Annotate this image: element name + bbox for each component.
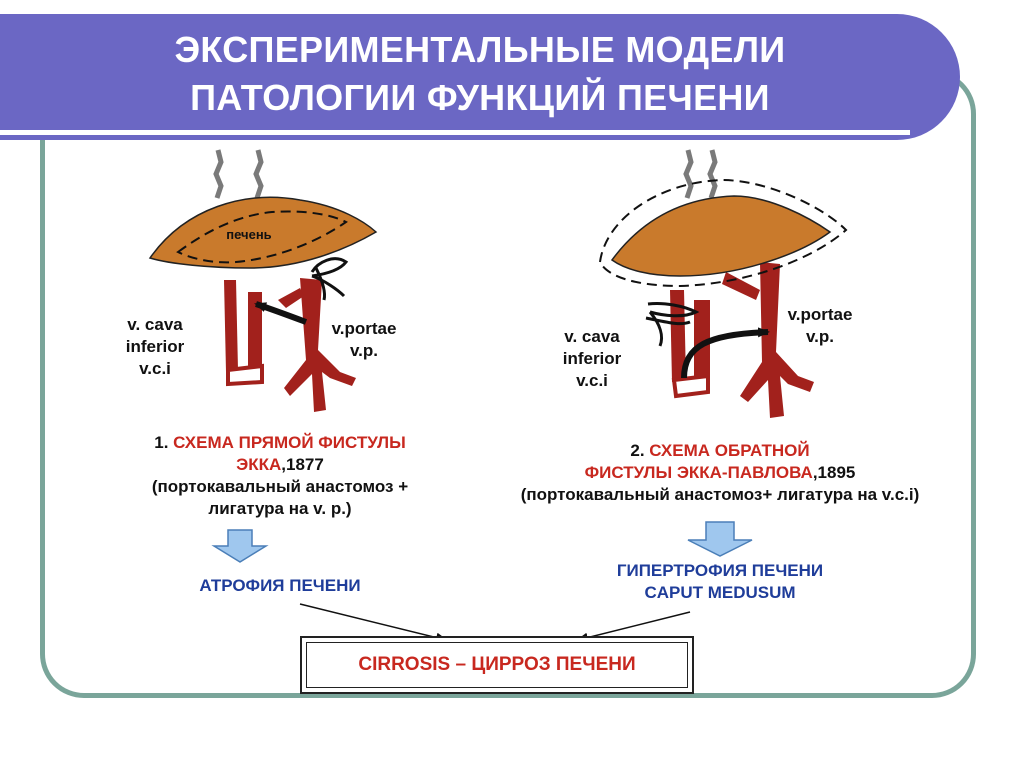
right-down-arrow (688, 522, 752, 556)
right-vci-line-1: v. cava (546, 326, 638, 348)
scheme-2-title-line: 2. СХЕМА ОБРАТНОЙ (470, 440, 970, 462)
right-liver (600, 180, 846, 286)
right-hook-wires (686, 150, 715, 198)
right-vp-label: v.portae v.p. (778, 304, 862, 348)
scheme-2-desc-1: (портокавальный анастомоз+ лигатура на v… (470, 484, 970, 506)
left-hook-wires (216, 150, 261, 198)
left-vci-label: v. cava inferior v.c.i (110, 314, 200, 380)
right-vci-line-3: v.c.i (546, 370, 638, 392)
scheme-1-caption: 1. СХЕМА ПРЯМОЙ ФИСТУЛЫ ЭККА,1877 (порто… (100, 432, 460, 520)
scheme-1-name-line: ЭККА,1877 (100, 454, 460, 476)
scheme-1-year: ,1877 (281, 455, 324, 474)
scheme-2-number: 2. (630, 441, 649, 460)
right-vp-line-2: v.p. (778, 326, 862, 348)
scheme-2-year: ,1895 (813, 463, 856, 482)
scheme-1-number: 1. (154, 433, 173, 452)
right-vp-line-1: v.portae (778, 304, 862, 326)
right-vci-label: v. cava inferior v.c.i (546, 326, 638, 392)
scheme-1-name-part1: СХЕМА ПРЯМОЙ ФИСТУЛЫ (173, 433, 406, 452)
scheme-2-name-line: ФИСТУЛЫ ЭККА-ПАВЛОВА,1895 (470, 462, 970, 484)
scheme-1-name-part2: ЭККА (236, 455, 281, 474)
result-atrophy: АТРОФИЯ ПЕЧЕНИ (150, 575, 410, 597)
left-vp-line-1: v.portae (322, 318, 406, 340)
outcome-box: CIRROSIS – ЦИРРОЗ ПЕЧЕНИ (300, 636, 694, 694)
left-vci-line-1: v. cava (110, 314, 200, 336)
left-vp-line-2: v.p. (322, 340, 406, 362)
left-shunt-arrow (256, 304, 306, 322)
scheme-1-desc-1: (портокавальный анастомоз + (100, 476, 460, 498)
outcome-text: CIRROSIS – ЦИРРОЗ ПЕЧЕНИ (306, 642, 688, 688)
result-hypertrophy-line-1: ГИПЕРТРОФИЯ ПЕЧЕНИ (560, 560, 880, 582)
liver-label: печень (214, 224, 284, 246)
scheme-2-caption: 2. СХЕМА ОБРАТНОЙ ФИСТУЛЫ ЭККА-ПАВЛОВА,1… (470, 440, 970, 506)
scheme-1-desc-2: лигатура на v. p.) (100, 498, 460, 520)
result-hypertrophy-line-2: CAPUT MEDUSUM (560, 582, 880, 604)
left-vci (224, 280, 262, 384)
scheme-2-name-part2: ФИСТУЛЫ ЭККА-ПАВЛОВА (585, 463, 813, 482)
left-vci-line-2: inferior (110, 336, 200, 358)
right-vci-line-2: inferior (546, 348, 638, 370)
left-converge-arrow (300, 604, 446, 640)
scheme-1-title-line: 1. СХЕМА ПРЯМОЙ ФИСТУЛЫ (100, 432, 460, 454)
left-vp-label: v.portae v.p. (322, 318, 406, 362)
result-hypertrophy: ГИПЕРТРОФИЯ ПЕЧЕНИ CAPUT MEDUSUM (560, 560, 880, 604)
scheme-2-name-part1: СХЕМА ОБРАТНОЙ (649, 441, 809, 460)
left-vci-line-3: v.c.i (110, 358, 200, 380)
left-down-arrow (214, 530, 266, 562)
